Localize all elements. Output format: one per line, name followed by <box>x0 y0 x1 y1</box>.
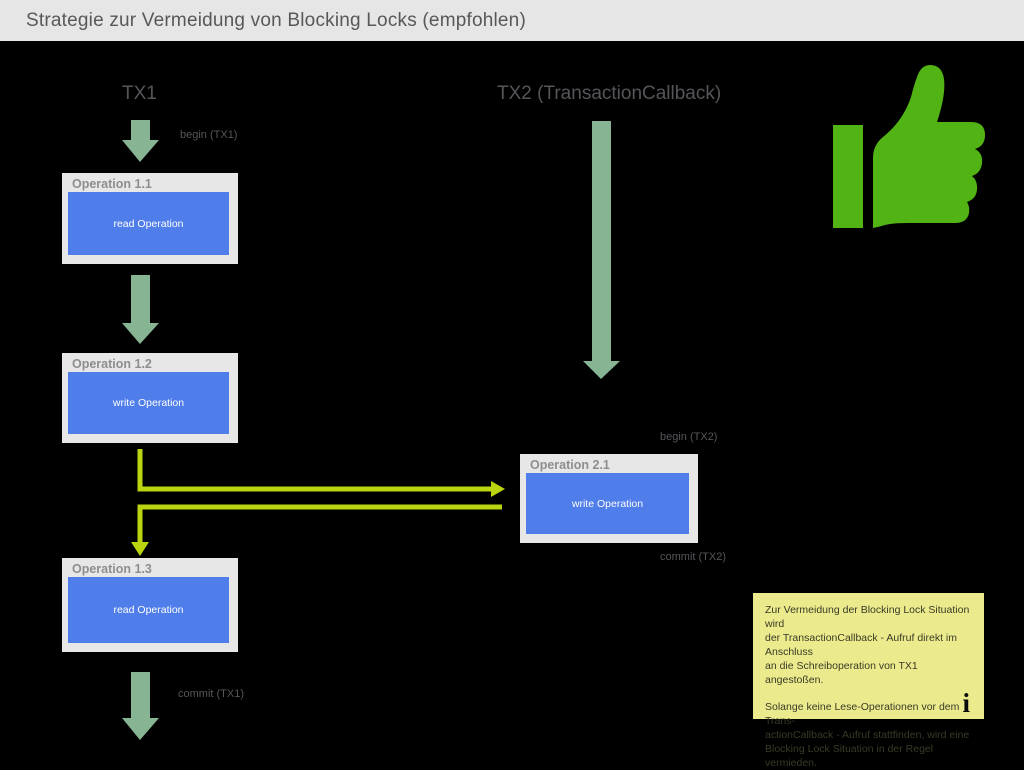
callback-return-arrowhead <box>131 542 149 556</box>
tx2-column-header: TX2 (TransactionCallback) <box>497 83 722 104</box>
note-paragraph-1: Zur Vermeidung der Blocking Lock Situati… <box>765 604 970 686</box>
tx2-long-arrow <box>583 121 620 379</box>
trigger-callback-arrow <box>137 449 491 492</box>
commit-tx1-arrow <box>122 672 159 740</box>
operation-box-1-1: Operation 1.1 read Operation <box>62 173 238 264</box>
operation-box-2-1: Operation 2.1 write Operation <box>520 454 698 543</box>
operation-title: Operation 1.2 <box>72 357 152 371</box>
callback-return-arrow <box>137 504 502 542</box>
operation-box-1-2: Operation 1.2 write Operation <box>62 353 238 443</box>
begin-tx1-arrow <box>122 120 159 162</box>
tx1-step-arrow <box>122 275 159 344</box>
operation-action: read Operation <box>68 192 229 255</box>
operation-title: Operation 1.1 <box>72 177 152 191</box>
begin-tx2-label: begin (TX2) <box>660 431 718 443</box>
note-paragraph-2: Solange keine Lese-Operationen vor dem T… <box>765 700 970 769</box>
commit-tx1-label: commit (TX1) <box>178 688 244 700</box>
commit-tx2-label: commit (TX2) <box>660 551 726 563</box>
title-bar: Strategie zur Vermeidung von Blocking Lo… <box>0 0 1024 41</box>
operation-action: read Operation <box>68 577 229 643</box>
page-title: Strategie zur Vermeidung von Blocking Lo… <box>26 10 526 31</box>
tx1-column-header: TX1 <box>122 83 157 104</box>
info-note: Zur Vermeidung der Blocking Lock Situati… <box>753 593 984 769</box>
operation-box-1-3: Operation 1.3 read Operation <box>62 558 238 652</box>
operation-title: Operation 2.1 <box>530 458 610 472</box>
operation-action: write Operation <box>68 372 229 434</box>
trigger-callback-arrowhead <box>491 481 505 497</box>
operation-action: write Operation <box>526 473 689 534</box>
thumbs-up-icon <box>833 65 985 228</box>
begin-tx1-label: begin (TX1) <box>180 129 238 141</box>
operation-title: Operation 1.3 <box>72 562 152 576</box>
info-icon: i <box>962 688 970 718</box>
